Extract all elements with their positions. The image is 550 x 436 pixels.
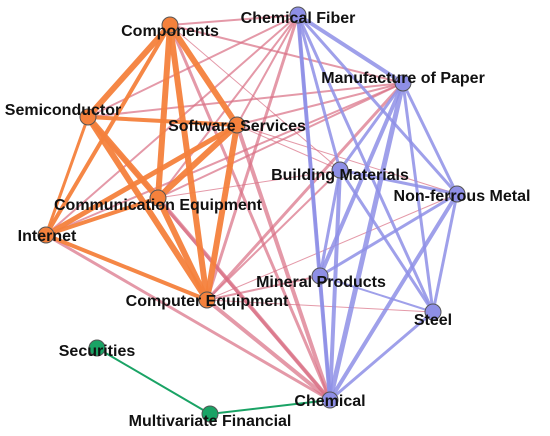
edge-semiconductor-manufacture-of-paper [87,82,404,118]
node-label-internet: Internet [18,228,77,245]
edge-components-software-services [167,22,240,128]
edge-semiconductor-chemical-fiber [87,14,299,118]
node-semiconductor[interactable] [79,108,97,126]
node-chemical-fiber[interactable] [289,6,307,24]
edge-computer-equipment-manufacture-of-paper [205,81,405,302]
edge-components-semiconductor [85,22,173,120]
edge-layer [43,13,459,415]
node-mineral-products[interactable] [311,267,329,285]
node-components[interactable] [161,16,179,34]
edge-communication-equipment-computer-equipment [155,195,210,303]
node-label-mineral-products: Mineral Products [256,274,386,291]
node-steel[interactable] [424,303,442,321]
edge-semiconductor-computer-equipment [85,114,210,303]
edge-software-services-building-materials [236,124,341,171]
node-computer-equipment[interactable] [198,291,216,309]
edge-software-services-chemical-fiber [236,14,299,126]
node-securities[interactable] [88,339,106,357]
edge-components-chemical [168,23,332,402]
edge-software-services-computer-equipment [204,122,240,303]
node-label-manufacture-of-paper: Manufacture of Paper [321,70,485,87]
node-manufacture-of-paper[interactable] [394,74,412,92]
node-label-components: Components [121,23,219,40]
edge-building-materials-non-ferrous-metal [338,168,459,196]
edge-semiconductor-software-services [86,115,239,127]
edge-building-materials-chemical [328,168,342,402]
edge-computer-equipment-steel [206,299,434,313]
node-chemical[interactable] [321,391,339,409]
edge-non-ferrous-metal-steel [431,192,459,314]
node-multivariate-financial[interactable] [201,405,219,423]
edge-computer-equipment-mineral-products [206,275,321,301]
edge-computer-equipment-building-materials [206,169,341,301]
node-label-communication-equipment: Communication Equipment [54,197,263,214]
node-label-non-ferrous-metal: Non-ferrous Metal [394,188,531,205]
node-label-steel: Steel [414,312,452,329]
edge-manufacture-of-paper-building-materials [338,81,405,172]
edge-computer-equipment-chemical-fiber [205,13,300,302]
edge-components-internet [44,23,172,237]
edge-securities-multivariate-financial [96,347,211,415]
edge-chemical-fiber-building-materials [296,13,342,172]
node-label-chemical: Chemical [294,393,365,410]
edge-internet-manufacture-of-paper [45,82,404,236]
edge-computer-equipment-chemical [205,298,332,402]
edge-manufacture-of-paper-chemical [327,80,406,403]
node-layer [37,6,466,423]
node-communication-equipment[interactable] [149,189,167,207]
edge-communication-equipment-internet [44,196,160,237]
edge-software-services-internet [43,122,240,238]
edge-chemical-fiber-steel [296,13,435,314]
node-internet[interactable] [37,226,55,244]
node-software-services[interactable] [228,116,246,134]
edge-chemical-fiber-manufacture-of-paper [296,13,405,85]
edge-internet-computer-equipment [44,233,209,302]
edge-components-chemical-fiber [169,14,299,26]
node-label-securities: Securities [59,343,136,360]
edge-manufacture-of-paper-mineral-products [318,81,405,278]
edge-multivariate-financial-chemical [209,399,331,415]
edge-semiconductor-internet [44,115,90,237]
edge-components-building-materials [169,24,341,171]
node-label-computer-equipment: Computer Equipment [126,293,289,310]
edge-mineral-products-chemical [318,274,332,402]
node-label-building-materials: Building Materials [271,167,409,184]
node-label-semiconductor: Semiconductor [5,102,121,119]
edge-software-services-chemical [235,123,332,402]
edge-manufacture-of-paper-non-ferrous-metal [401,81,459,196]
edge-manufacture-of-paper-steel [401,81,435,314]
edge-building-materials-steel [338,168,435,314]
edge-non-ferrous-metal-mineral-products [318,192,459,278]
edge-components-computer-equipment [167,22,210,303]
edge-internet-chemical-fiber [45,14,299,236]
edge-communication-equipment-manufacture-of-paper [157,82,404,199]
edge-steel-chemical [328,310,435,402]
edge-software-services-communication-equipment [155,122,240,201]
node-building-materials[interactable] [331,161,349,179]
edge-mineral-products-steel [319,275,434,313]
node-label-software-services: Software Services [168,118,306,135]
node-non-ferrous-metal[interactable] [448,185,466,203]
edge-building-materials-mineral-products [318,168,342,278]
edge-chemical-fiber-non-ferrous-metal [296,13,459,196]
edge-communication-equipment-chemical [156,196,332,402]
node-label-chemical-fiber: Chemical Fiber [241,10,356,27]
edge-non-ferrous-metal-chemical [328,192,459,402]
edge-internet-chemical [44,233,332,402]
node-label-multivariate-financial: Multivariate Financial [129,413,292,430]
